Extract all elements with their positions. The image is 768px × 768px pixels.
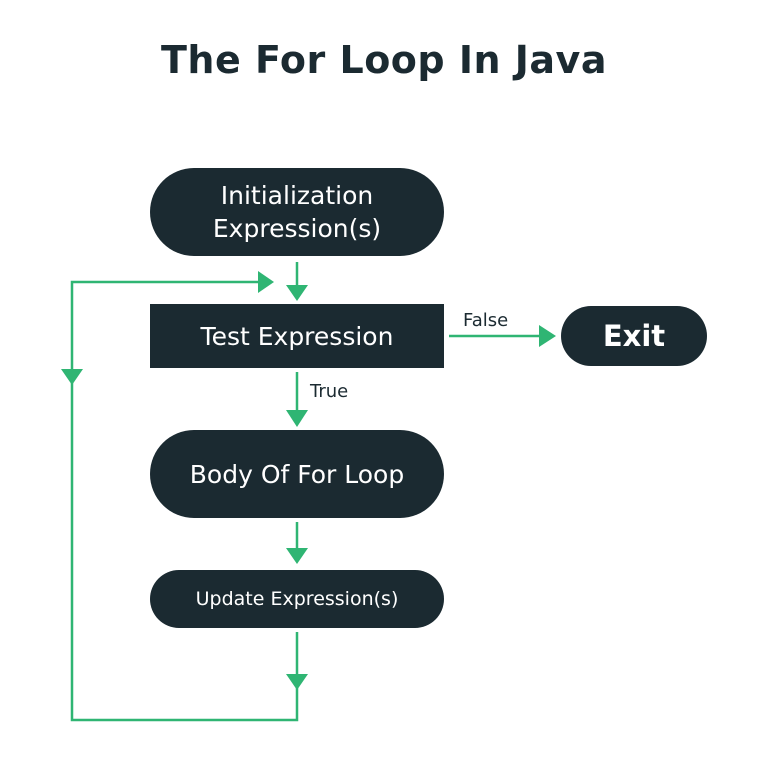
node-loop-body: Body Of For Loop bbox=[150, 430, 444, 518]
node-update-expression: Update Expression(s) bbox=[150, 570, 444, 628]
arrowhead-to-exit bbox=[539, 325, 556, 347]
arrowhead-body-to-update bbox=[286, 548, 308, 564]
arrowhead-test-to-body bbox=[286, 410, 308, 427]
edge-label-false: False bbox=[463, 310, 509, 331]
node-exit: Exit bbox=[561, 306, 707, 366]
edge-label-true: True bbox=[310, 381, 349, 402]
diagram-title: The For Loop In Java bbox=[161, 38, 607, 82]
arrowhead-update-down bbox=[286, 674, 308, 690]
node-test-expression: Test Expression bbox=[150, 304, 444, 368]
node-initialization-line1: Initialization bbox=[220, 181, 374, 210]
node-initialization: Initialization Expression(s) bbox=[150, 168, 444, 256]
arrowhead-init-to-test bbox=[286, 285, 308, 301]
node-initialization-line2: Expression(s) bbox=[212, 214, 382, 243]
arrowhead-loop-left-down bbox=[61, 369, 83, 385]
arrowhead-loop-into-test bbox=[258, 271, 274, 293]
arrow-update-loop-back bbox=[70, 280, 299, 722]
